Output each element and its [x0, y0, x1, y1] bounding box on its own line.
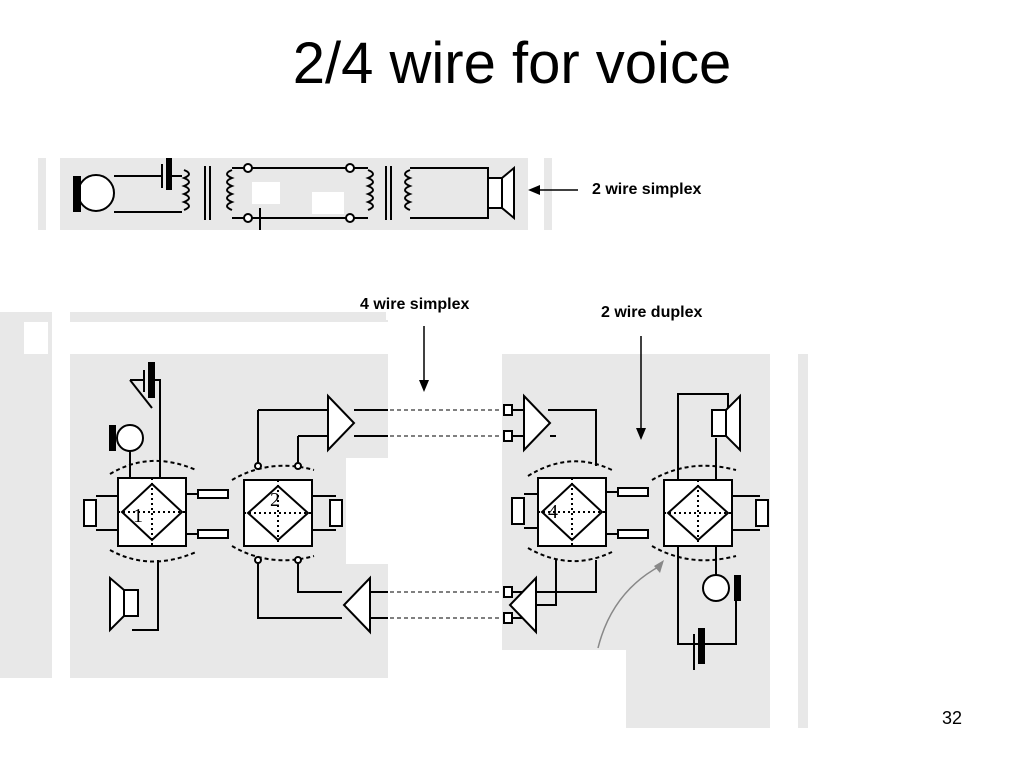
- right-terminal: [693, 393, 741, 670]
- hybrid-right-terminal: [651, 393, 769, 645]
- speaker-icon: [711, 393, 741, 453]
- pointer-curve: [597, 560, 664, 649]
- hybrid-2: 2: [231, 464, 343, 562]
- microphone-icon: [73, 174, 115, 212]
- page-number: 32: [941, 708, 962, 728]
- speaker-icon: [487, 165, 515, 221]
- battery-icon: [161, 158, 172, 190]
- arrow-two-wire-duplex: [636, 336, 646, 440]
- battery-icon: [129, 362, 161, 480]
- speaker-icon: [109, 575, 139, 633]
- microphone-icon: [702, 574, 741, 602]
- hybrid-1: 1: [109, 460, 197, 563]
- two-wire-simplex-circuit: [38, 158, 552, 230]
- left-amplifiers: [254, 393, 388, 635]
- label-two-wire-simplex: 2 wire simplex: [592, 181, 702, 198]
- hybrid-4: 4: [511, 460, 613, 562]
- right-amplifiers: [503, 393, 597, 635]
- hybrid-links-right: [606, 487, 649, 539]
- label-two-wire-duplex: 2 wire duplex: [601, 304, 703, 321]
- arrow-to-top-circuit: [528, 185, 578, 195]
- resistor-icon: [732, 495, 769, 531]
- arrow-four-wire: [419, 326, 429, 392]
- resistor-icon: [511, 493, 538, 529]
- resistor-icon: [312, 495, 343, 531]
- slide-title: 2/4 wire for voice: [292, 31, 732, 96]
- transformer-left-icon: [181, 166, 235, 220]
- battery-icon: [693, 600, 737, 670]
- hybrid-number: 2: [270, 489, 280, 511]
- transformer-right-icon: [365, 166, 413, 220]
- resistor-icon: [83, 495, 118, 531]
- hybrid-number: 4: [548, 501, 558, 523]
- four-wire-lines: [390, 409, 500, 619]
- microphone-icon: [109, 424, 144, 452]
- left-terminal: [83, 362, 161, 633]
- label-four-wire-simplex: 4 wire simplex: [360, 296, 470, 313]
- hybrid-links-left: [186, 489, 229, 539]
- hybrid-number: 1: [133, 505, 143, 527]
